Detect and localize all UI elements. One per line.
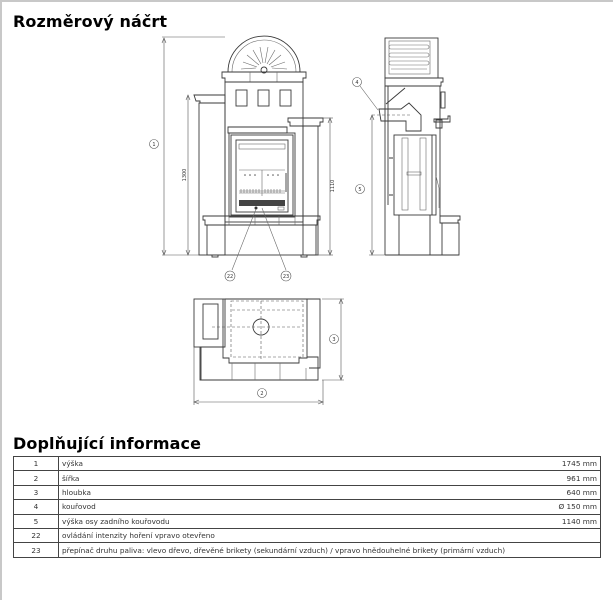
- callout-2-label: 2: [260, 391, 263, 397]
- section-title-dimension-sketch: Rozměrový náčrt: [13, 12, 168, 31]
- top-view: 3 2: [193, 298, 344, 405]
- row-description: výška: [58, 455, 514, 472]
- callout-23-label: 23: [283, 274, 289, 280]
- callout-22-label: 22: [227, 274, 233, 280]
- row-value: 961 mm: [514, 470, 601, 486]
- row-value: 1745 mm: [514, 455, 601, 472]
- row-number: 3: [13, 484, 59, 501]
- row-value: [514, 527, 601, 544]
- row-description: ovládání intenzity hoření vpravo otevřen…: [58, 527, 514, 544]
- callout-5-circle: [355, 184, 365, 194]
- callout-3-label: 3: [332, 337, 335, 343]
- callout-4-circle: [352, 77, 362, 87]
- side-view: 4 5: [352, 37, 461, 256]
- dimension-sketch-drawing: 1 1300 1110: [149, 35, 461, 405]
- row-number: 23: [13, 542, 59, 558]
- dim-1110-label: 1110: [330, 180, 336, 193]
- row-number: 5: [13, 513, 59, 529]
- dim-1300-label: 1300: [182, 169, 188, 182]
- row-description: kouřovod: [58, 499, 514, 515]
- row-description: šířka: [58, 470, 514, 486]
- page-frame-top: [0, 0, 613, 2]
- callout-1-label: 1: [152, 142, 155, 148]
- row-description: přepínač druhu paliva: vlevo dřevo, dřev…: [58, 542, 514, 558]
- row-value: 640 mm: [514, 484, 601, 501]
- section-title-additional-info: Doplňující informace: [13, 434, 202, 453]
- row-value: Ø 150 mm: [514, 499, 601, 515]
- row-number: 22: [13, 527, 59, 544]
- row-number: 2: [13, 470, 59, 486]
- callout-5-label: 5: [358, 187, 361, 193]
- row-number: 1: [13, 455, 59, 472]
- callout-22-circle: [224, 270, 236, 282]
- callout-2-circle: [257, 388, 267, 398]
- callout-3-circle: [329, 334, 339, 344]
- row-value: 1140 mm: [514, 513, 601, 529]
- callout-23-circle: [280, 270, 292, 282]
- front-view: 1 1300 1110: [149, 35, 336, 282]
- row-description: výška osy zadního kouřovodu: [58, 513, 514, 529]
- callout-1-circle: [149, 139, 159, 149]
- row-number: 4: [13, 499, 59, 515]
- row-description: hloubka: [58, 484, 514, 501]
- page-frame-left: [0, 0, 2, 600]
- row-value: [514, 542, 601, 558]
- callout-4-label: 4: [355, 80, 358, 86]
